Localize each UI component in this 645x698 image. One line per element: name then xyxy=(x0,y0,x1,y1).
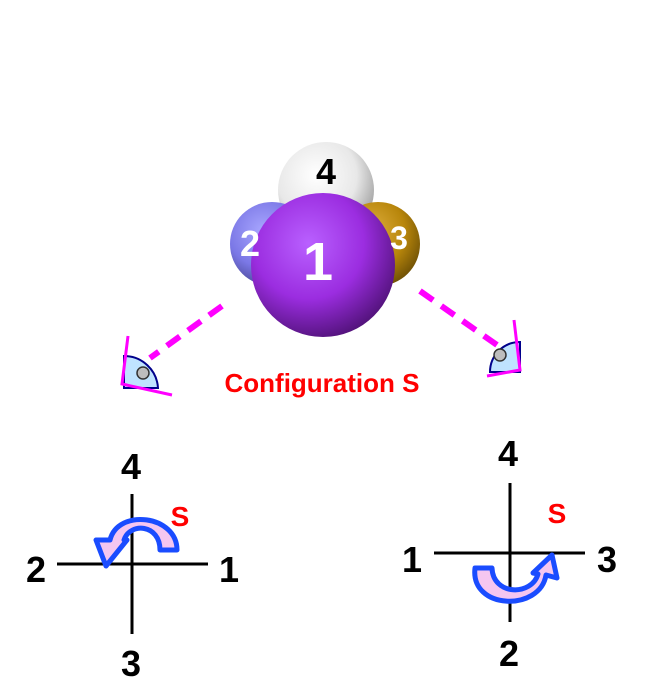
rotation-arrow-left-icon xyxy=(93,517,180,569)
projection-left-left-label: 2 xyxy=(26,549,46,590)
projection-left-right-label: 1 xyxy=(219,549,239,590)
projection-right-left-label: 1 xyxy=(402,539,422,580)
projection-right-right-label: 3 xyxy=(597,539,617,580)
projection-right: 4 1 3 2 S xyxy=(402,433,617,674)
eye-left-icon xyxy=(120,335,173,397)
configuration-caption: Configuration S xyxy=(225,368,420,398)
eye-right-icon xyxy=(486,319,522,378)
projection-right-top-label: 4 xyxy=(498,433,518,474)
sightline-right xyxy=(418,288,499,348)
atom-4-label: 4 xyxy=(316,151,336,192)
atom-2-label: 2 xyxy=(240,223,260,264)
sightline-left xyxy=(148,303,224,361)
projection-left-config-label: S xyxy=(171,501,190,532)
molecule: 4 2 3 1 xyxy=(230,142,420,337)
projection-right-config-label: S xyxy=(548,498,567,529)
atom-1-label: 1 xyxy=(303,232,333,292)
atom-1-sphere xyxy=(251,193,395,337)
projection-right-bottom-label: 2 xyxy=(499,633,519,674)
rotation-arrow-right-icon xyxy=(472,552,560,604)
projection-left: 4 2 1 3 S xyxy=(26,446,239,684)
projection-left-bottom-label: 3 xyxy=(121,643,141,684)
atom-3-label: 3 xyxy=(390,220,408,256)
projection-left-top-label: 4 xyxy=(121,446,141,487)
